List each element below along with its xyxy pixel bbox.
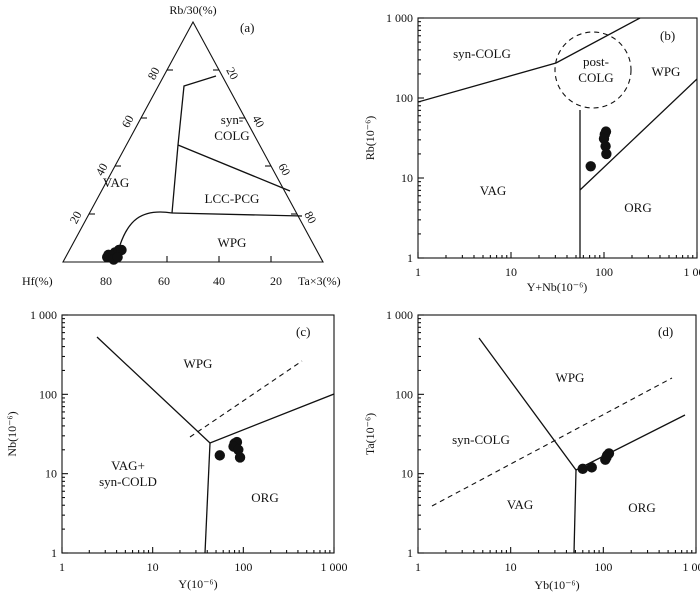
panel-a-left-tick-80: 80 xyxy=(145,65,163,82)
panel-d-x-tick-label: 1 xyxy=(415,560,421,574)
panel-c-label: (c) xyxy=(296,324,310,339)
panel-c-y-tick-label: 1 000 xyxy=(30,308,57,322)
panel-d-field-wpg: WPG xyxy=(556,370,585,385)
panel-c-x-axis-label: Y(10⁻⁶) xyxy=(178,577,217,591)
panel-d-data-point xyxy=(601,452,612,463)
panel-b-x-tick-label: 1 000 xyxy=(684,265,700,279)
panel-b-x-tick-label: 1 xyxy=(415,265,421,279)
panel-c-field-boundaries xyxy=(96,336,334,553)
panel-d-field-syn-colg: syn-COLG xyxy=(452,432,510,447)
panel-b-data-points xyxy=(585,126,612,172)
panel-c-field-org: ORG xyxy=(251,490,278,505)
panel-d-field-boundaries xyxy=(431,337,686,553)
panel-b-y-axis-label: Rb(10⁻⁶) xyxy=(363,116,377,161)
panel-c-field-wpg: WPG xyxy=(184,356,213,371)
panel-b-x-axis-label: Y+Nb(10⁻⁶) xyxy=(527,280,588,294)
panel-b-field-wpg: WPG xyxy=(652,64,681,79)
panel-a-label: (a) xyxy=(240,20,254,35)
panel-c-field-vag-2: syn-COLD xyxy=(99,474,157,489)
panel-d-x-tick-label: 10 xyxy=(505,560,517,574)
panel-a-right-tick-40: 40 xyxy=(249,113,267,130)
panel-a-left-tick-40: 40 xyxy=(93,161,111,178)
panel-b-x-tick-label: 10 xyxy=(505,265,517,279)
panel-a-triangle xyxy=(62,20,324,263)
panel-b-field-syn-colg: syn-COLG xyxy=(453,46,511,61)
panel-d-y-tick-label: 10 xyxy=(401,467,413,481)
panel-a-bottom-tick-80: 80 xyxy=(100,274,112,288)
panel-c-ticks: 11 10 10 100 100 1 000 1 000 xyxy=(30,308,348,574)
panel-a-left-apex-label: Hf(%) xyxy=(22,274,53,288)
panel-b-ticks: 11 10 10 100 100 1 000 1 000 xyxy=(386,11,700,279)
panel-a-field-wpg: WPG xyxy=(218,235,247,250)
panel-b-field-boundaries xyxy=(418,18,697,258)
panel-c-frame xyxy=(61,314,335,554)
panel-a-field-syn-colg-1: syn- xyxy=(221,112,243,127)
panel-c-y-tick-label: 100 xyxy=(39,387,57,401)
panel-a-data-point xyxy=(112,252,123,263)
panel-d-y-axis-label: Ta(10⁻⁶) xyxy=(363,413,377,455)
panel-a-right-apex-label: Ta×3(%) xyxy=(298,274,341,288)
panel-d-data-points xyxy=(577,448,615,475)
panel-d-x-tick-label: 1 000 xyxy=(683,560,700,574)
panel-a-left-tick-20: 20 xyxy=(67,209,85,226)
panel-c: 11 10 10 100 100 1 000 1 000 (c) WPG VAG+ syn-… xyxy=(5,308,348,591)
panel-c-x-tick-label: 1 000 xyxy=(321,560,348,574)
panel-b-y-tick-label: 1 000 xyxy=(386,11,413,25)
panel-c-x-tick-label: 100 xyxy=(234,560,252,574)
panel-a-left-tick-60: 60 xyxy=(119,113,137,130)
panel-d-frame xyxy=(417,314,697,554)
panel-d-x-tick-label: 100 xyxy=(594,560,612,574)
panel-d-y-tick-label: 100 xyxy=(395,387,413,401)
panel-b-data-point xyxy=(585,161,596,172)
panel-b-field-vag: VAG xyxy=(480,183,507,198)
panel-a-data-points xyxy=(102,244,127,265)
panel-d-y-tick-label: 1 xyxy=(407,546,413,560)
panel-d-field-vag: VAG xyxy=(507,497,534,512)
panel-b-x-tick-label: 100 xyxy=(595,265,613,279)
panel-c-x-tick-label: 10 xyxy=(147,560,159,574)
panel-b-y-tick-label: 10 xyxy=(401,171,413,185)
panel-b-field-org: ORG xyxy=(624,200,651,215)
panel-b-y-tick-label: 100 xyxy=(395,91,413,105)
panel-b-data-point xyxy=(601,148,612,160)
panel-a-bottom-tick-40: 40 xyxy=(213,274,225,288)
panel-a-right-tick-60: 60 xyxy=(275,161,293,178)
panel-d-label: (d) xyxy=(658,324,673,339)
panel-a-field-boundaries xyxy=(119,75,303,246)
panel-a-top-apex-label: Rb/30(%) xyxy=(169,3,216,17)
panel-c-y-tick-label: 1 xyxy=(51,546,57,560)
panel-b-field-post-colg-2: COLG xyxy=(578,70,613,85)
panel-b-data-point xyxy=(600,140,611,152)
panel-d-data-point xyxy=(577,463,588,475)
panel-c-x-tick-label: 1 xyxy=(59,560,65,574)
panel-c-field-vag-1: VAG+ xyxy=(111,458,145,473)
panel-b-frame xyxy=(417,17,698,259)
panel-b-field-post-colg-1: post- xyxy=(583,54,609,69)
panel-a-right-tick-20: 20 xyxy=(223,65,241,82)
panel-a-right-tick-80: 80 xyxy=(301,209,319,226)
panel-d-data-point xyxy=(586,462,597,473)
panel-b-label: (b) xyxy=(660,28,675,43)
panel-d-ticks: 11 10 10 100 100 1 000 1 000 xyxy=(386,308,700,574)
panel-b-y-tick-label: 1 xyxy=(407,251,413,265)
panel-d-field-org: ORG xyxy=(628,500,655,515)
panel-c-data-points xyxy=(214,436,246,463)
panel-c-data-point xyxy=(214,450,225,461)
panel-d-y-tick-label: 1 000 xyxy=(386,308,413,322)
panel-a-bottom-tick-60: 60 xyxy=(158,274,170,288)
panel-b: 11 10 10 100 100 1 000 1 000 (b) syn-COLG post… xyxy=(363,11,700,294)
panel-a: Rb/30(%) (a) 20 40 60 80 20 40 60 80 8 xyxy=(22,3,341,288)
panel-c-data-point xyxy=(234,452,246,463)
panel-a-bottom-tick-20: 20 xyxy=(270,274,282,288)
panel-a-field-lcc-pcg: LCC-PCG xyxy=(205,191,260,206)
panel-d-x-axis-label: Yb(10⁻⁶) xyxy=(534,578,579,592)
panel-a-field-syn-colg-2: COLG xyxy=(214,128,249,143)
panel-c-y-axis-label: Nb(10⁻⁶) xyxy=(5,411,19,456)
panel-a-field-vag: VAG xyxy=(103,175,130,190)
panel-a-edge-ticks xyxy=(89,69,297,262)
panel-c-y-tick-label: 10 xyxy=(45,467,57,481)
